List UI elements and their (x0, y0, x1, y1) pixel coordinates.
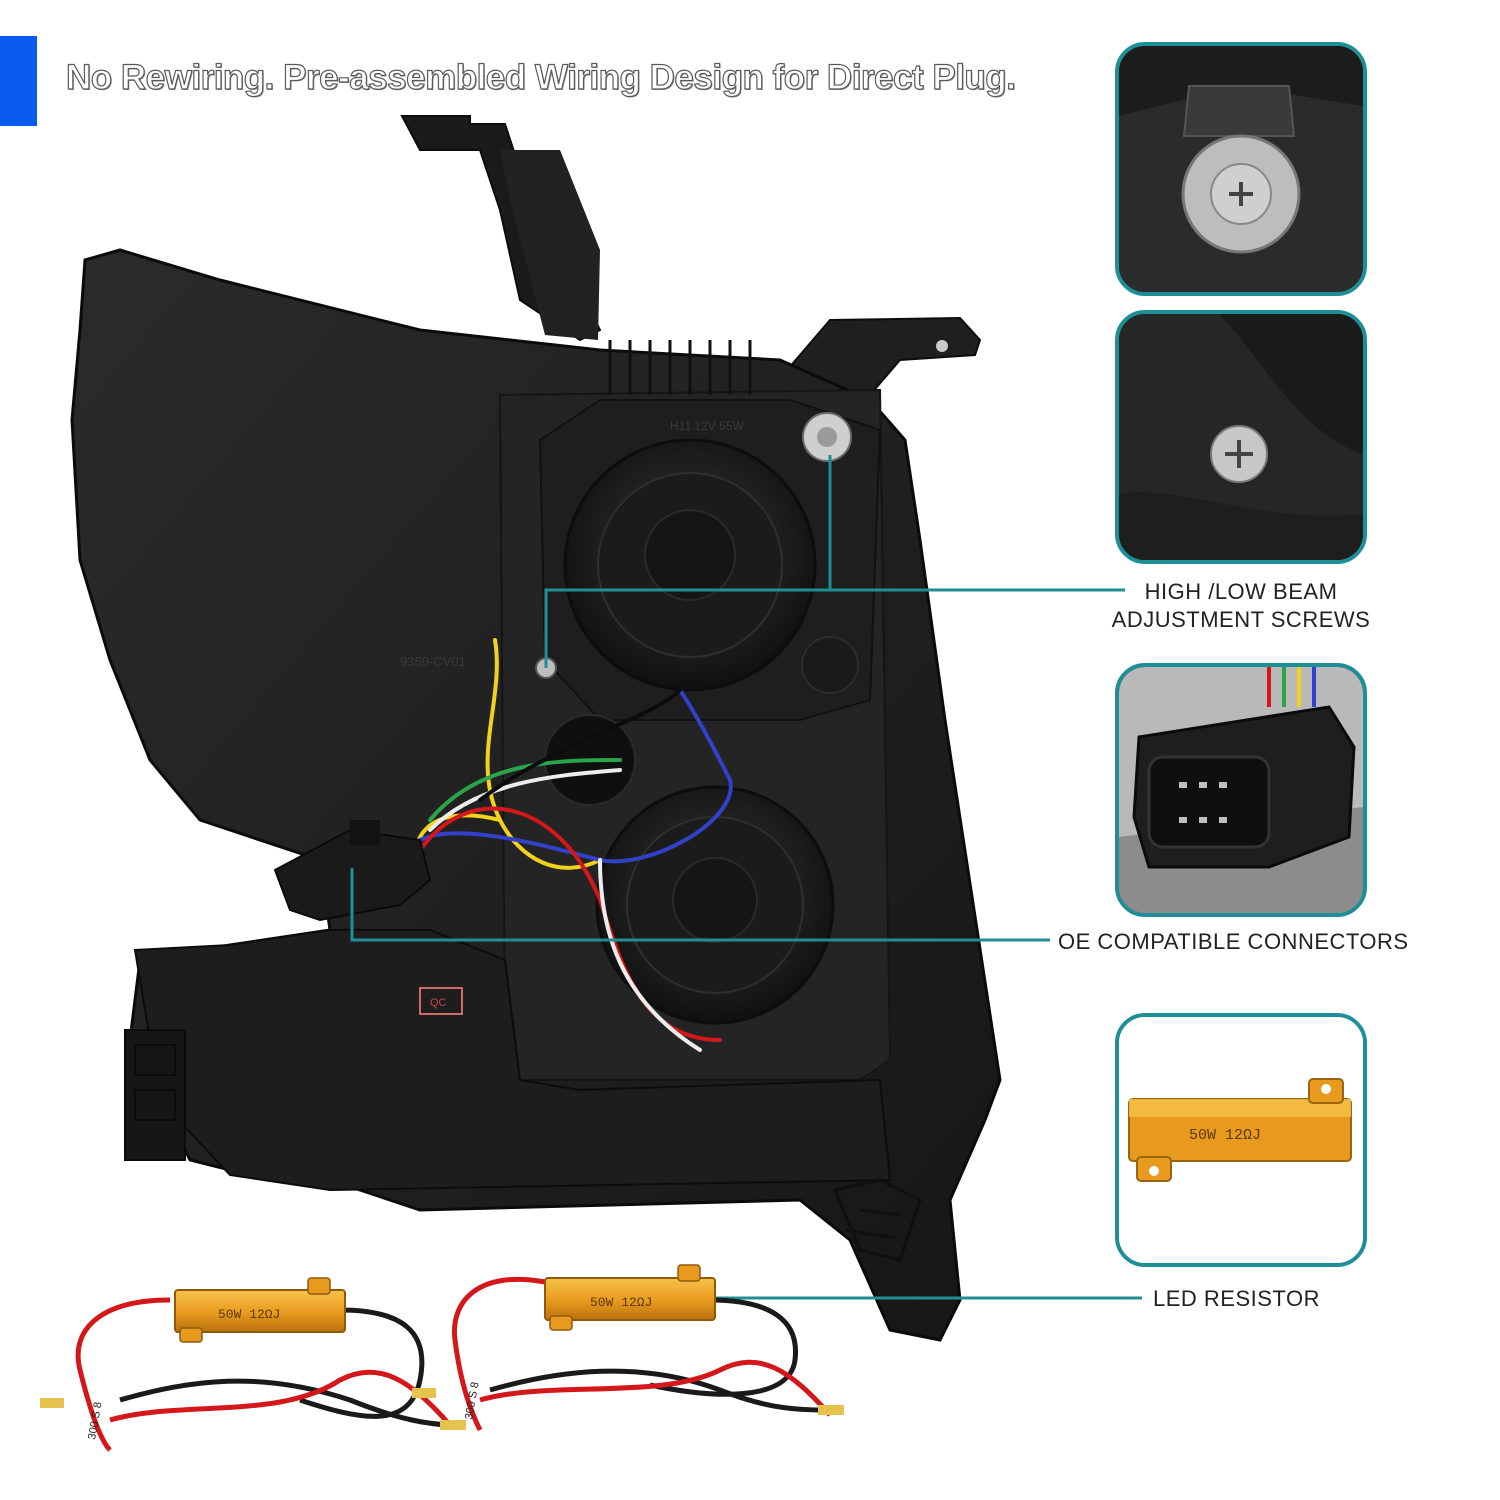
inset-adjuster-closeup (1115, 42, 1367, 296)
callout-adjustment-screws: HIGH /LOW BEAM ADJUSTMENT SCREWS (1106, 578, 1376, 634)
left-vent-block (124, 1029, 186, 1161)
inset-resistor-closeup: 50W 12ΩJ (1115, 1013, 1367, 1267)
cooling-fins (608, 340, 752, 395)
low-beam-cap (595, 785, 835, 1025)
svg-text:50W 12ΩJ: 50W 12ΩJ (218, 1307, 280, 1322)
inset-screw-closeup (1115, 310, 1367, 564)
top-bracket (400, 115, 602, 342)
part-number-marking: 9350-CV01 (400, 654, 466, 669)
qc-stamp: QC (419, 987, 463, 1015)
svg-text:50W 12ΩJ: 50W 12ΩJ (590, 1295, 652, 1310)
honeycomb-vent (832, 1178, 922, 1262)
svg-text:QC: QC (430, 997, 447, 1009)
inset-connector-closeup (1115, 663, 1367, 917)
led-resistor-2: 50W 12ΩJ 300 S 8 (412, 1264, 844, 1432)
bulb-label-marking: H11 12V 55W (670, 419, 744, 433)
wiring-harness (414, 638, 733, 1052)
accent-bar (0, 36, 37, 126)
callout-lines (350, 455, 1142, 1300)
grommet (801, 636, 859, 694)
svg-text:50W 12ΩJ: 50W 12ΩJ (1189, 1127, 1261, 1144)
lower-housing (133, 929, 892, 1192)
callout-beam-line1: HIGH /LOW BEAM (1144, 579, 1338, 604)
headline: No Rewiring. Pre-assembled Wiring Design… (65, 57, 1016, 97)
led-resistor-1: 50W 12ΩJ 300 S 8 (40, 1277, 466, 1452)
callout-connectors: OE COMPATIBLE CONNECTORS (1058, 929, 1409, 954)
callout-beam-line2: ADJUSTMENT SCREWS (1111, 607, 1371, 632)
callout-led-resistor: LED RESISTOR (1153, 1286, 1320, 1311)
high-beam-cap (538, 399, 882, 721)
adjustment-screw-top (802, 412, 852, 462)
